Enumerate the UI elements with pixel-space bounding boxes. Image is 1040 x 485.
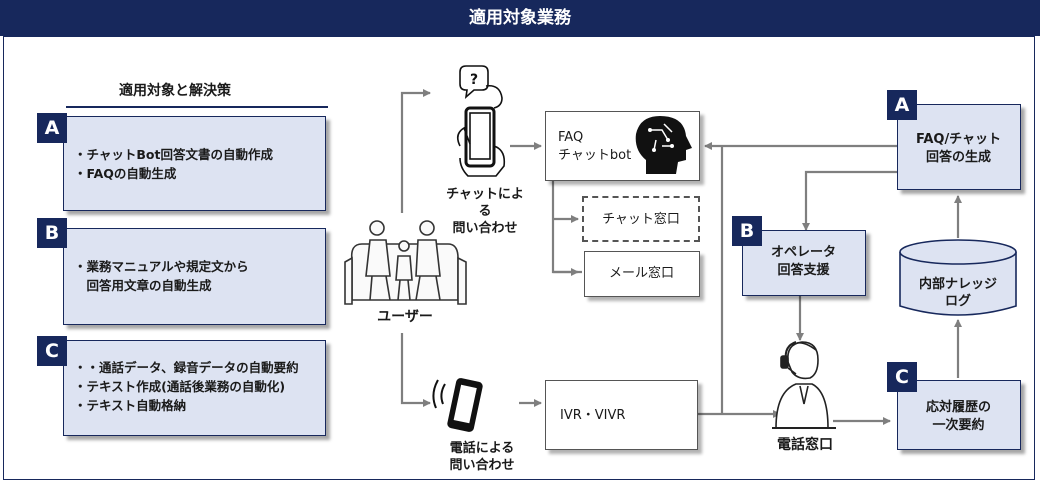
summary-box: 応対履歴の 一次要約 [897,380,1021,450]
phone-inquiry-line2: 問い合わせ [449,458,515,473]
solution-b-item-1: ・業務マニュアルや規定文から [74,259,249,274]
operator-support-line1: オペレータ [770,245,836,260]
faq-generation-line2: 回答の生成 [925,150,991,165]
left-panel-heading: 適用対象と解決策 [119,83,231,99]
chat-inquiry-line2: 問い合わせ [452,221,518,236]
solution-box-c: ・・通話データ、録音データの自動要約 ・テキスト作成(通話後業務の自動化) ・テ… [63,340,326,436]
solution-b-item-2: 回答用文章の自動生成 [74,278,212,293]
solution-c-item-1: ・・通話データ、録音データの自動要約 [74,360,299,375]
page-title: 適用対象業務 [0,0,1040,36]
heading-underline [66,106,328,108]
database-icon [899,239,1017,316]
operator-headset-icon [772,341,836,429]
phone-inquiry-label: 電話による 問い合わせ [432,440,532,474]
family-icon [344,220,467,305]
solution-box-a: ・チャットBot回答文書の自動作成 ・FAQの自動生成 [63,116,326,211]
faq-chatbot-line2: チャットbot [558,148,632,163]
chat-inquiry-line1: チャットによる [446,187,524,219]
chat-window-label: チャット窓口 [602,212,680,227]
solution-a-item-1: ・チャットBot回答文書の自動作成 [74,147,273,162]
chat-inquiry-label: チャットによる 問い合わせ [440,186,530,237]
arrow-faqgen-to-operator [802,170,897,231]
tag-c-left: C [37,336,67,366]
mail-window-box: メール窓口 [584,251,700,297]
arrow-user-to-chat [400,89,431,213]
arrow-user-to-phone [400,333,431,407]
summary-line2: 一次要約 [932,418,985,433]
mail-window-label: メール窓口 [608,266,674,281]
ai-head-icon [635,116,692,174]
tag-a-right: A [887,90,917,120]
phone-inquiry-line1: 電話による [449,441,515,456]
smartphone-question-icon: ? [456,65,506,177]
solution-c-item-3: ・テキスト自動格納 [74,398,187,413]
ivr-box: IVR・VIVR [545,380,698,450]
knowledge-log-line2: ログ [944,294,971,309]
knowledge-log-label: 内部ナレッジ ログ [900,276,1016,310]
ivr-label: IVR・VIVR [560,408,626,423]
tag-b-left: B [37,218,67,248]
svg-text:?: ? [470,72,478,88]
tag-c-right: C [887,362,917,392]
faq-generation-line1: FAQ/チャット [915,132,1002,147]
knowledge-log-line1: 内部ナレッジ [918,277,997,292]
user-label: ユーザー [377,309,433,325]
tag-b-right: B [732,216,762,246]
solution-box-b: ・業務マニュアルや規定文から 回答用文章の自動生成 [63,228,326,325]
solution-a-item-2: ・FAQの自動生成 [74,166,177,181]
faq-generation-box: FAQ/チャット 回答の生成 [897,104,1021,190]
phone-ringing-icon [432,378,483,432]
solution-c-item-2: ・テキスト作成(通話後業務の自動化) [74,379,286,394]
tag-a-left: A [37,113,67,143]
operator-support-line2: 回答支援 [777,263,830,278]
chat-window-box: チャット窓口 [582,196,700,242]
operator-support-box: オペレータ 回答支援 [742,230,866,296]
faq-chatbot-line1: FAQ [558,130,584,145]
summary-line1: 応対履歴の [925,400,991,415]
content-frame [3,36,1035,480]
call-center-label: 電話窓口 [777,437,833,453]
